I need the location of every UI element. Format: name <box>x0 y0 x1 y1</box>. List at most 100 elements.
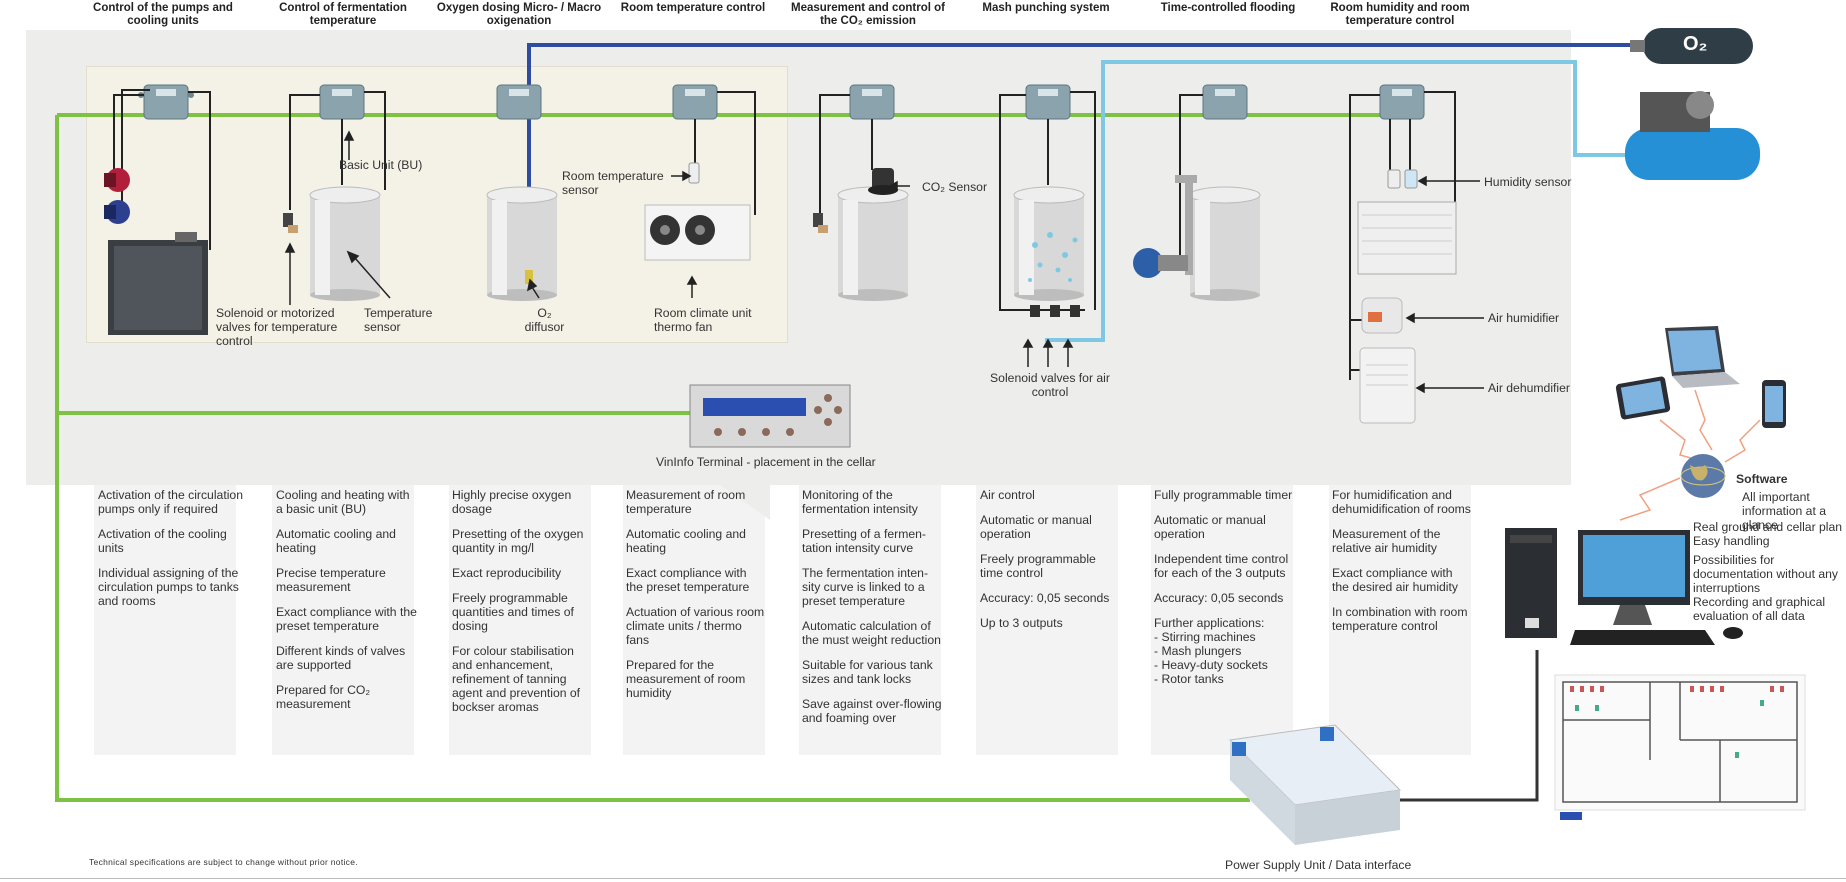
air-humidifier-label: Air humidifier <box>1488 311 1560 325</box>
column-strip <box>1329 485 1471 755</box>
description-item: Highly precise oxygen dosage <box>452 488 572 516</box>
o2-diffusor-label: O₂ diffusor <box>524 306 565 334</box>
mouse-icon <box>1723 627 1743 639</box>
air-conditioner-icon <box>1357 201 1457 275</box>
bottom-divider <box>0 878 1846 879</box>
description-item: Actuation of various room climate units … <box>626 605 765 647</box>
co2-sensor-icon <box>868 168 898 195</box>
column-description: Cooling and heating with a basic unit (B… <box>276 488 418 722</box>
basic-unit-label: Basic Unit (BU) <box>339 158 423 172</box>
computer-tower-icon <box>1505 528 1557 638</box>
description-item: For humidification and dehumidification … <box>1332 488 1471 516</box>
basic-unit <box>1202 84 1248 120</box>
description-item: Monitoring of the fermentation intensity <box>802 488 918 516</box>
panel-callout <box>1530 455 1571 485</box>
room-climate-label: Room climate unit thermo fan <box>654 306 752 334</box>
power-supply-icon <box>1228 724 1402 845</box>
description-item: Presetting of a fermen-tation intensity … <box>802 527 926 555</box>
power-supply-label: Power Supply Unit / Data interface <box>1225 858 1412 872</box>
basic-unit <box>138 84 194 120</box>
column-description: Monitoring of the fermentation intensity… <box>802 488 944 736</box>
air-dehumidifier-label: Air dehumdifier <box>1488 381 1570 395</box>
description-item: Activation of the cooling units <box>98 527 227 555</box>
description-item: Exact compliance with the preset tempera… <box>276 605 417 633</box>
basic-unit <box>496 84 542 120</box>
air-dehumidifier-icon <box>1359 347 1416 424</box>
column-title: Control of fermentation temperature <box>279 2 407 27</box>
air-compressor-icon <box>1625 91 1760 180</box>
column-strip <box>94 485 236 755</box>
oxygen-bottle-icon <box>1630 28 1753 64</box>
solenoid-valve-icon <box>283 213 828 233</box>
description-item: Measurement of the relative air humidity <box>1332 527 1441 555</box>
column-strip <box>1151 485 1293 755</box>
data-cable <box>1395 650 1539 802</box>
column-strip <box>449 485 591 755</box>
humidity-sensor-label: Humidity sensor <box>1484 175 1572 189</box>
description-item: Accuracy: 0,05 seconds <box>980 591 1110 605</box>
column-title: Measurement and control of the CO₂ emiss… <box>791 2 945 27</box>
keyboard-icon <box>1570 630 1715 645</box>
software-item: Easy handling <box>1693 534 1770 548</box>
description-item: Save against over-flowing and foaming ov… <box>802 697 942 725</box>
software-item: Real ground and cellar plan <box>1693 520 1843 534</box>
description-item: For colour stabilisation and enhancement… <box>452 644 581 714</box>
annotation-arrows <box>284 130 1484 394</box>
column-title: Room humidity and room temperature contr… <box>1330 2 1470 27</box>
description-item: Suitable for various tank sizes and tank… <box>802 658 933 686</box>
column-description: For humidification and dehumidification … <box>1332 488 1472 644</box>
basic-unit <box>319 84 365 120</box>
software-item: All important information at a glance <box>1742 490 1827 532</box>
column-description: Activation of the circulation pumps only… <box>98 488 248 619</box>
column-strip <box>976 485 1118 755</box>
column-description: Highly precise oxygen dosage Presetting … <box>452 488 592 725</box>
description-item: Different kinds of valves are supported <box>276 644 406 672</box>
description-item: Measurement of room temperature <box>626 488 746 516</box>
description-item: Further applications: - Stirring machine… <box>1154 616 1268 686</box>
description-item: Exact compliance with the preset tempera… <box>626 566 750 594</box>
software-title: Software <box>1736 472 1788 486</box>
tablet-icon <box>1615 376 1671 420</box>
phone-icon <box>1762 380 1786 428</box>
basic-units <box>138 84 1425 120</box>
tank <box>486 186 558 301</box>
column-description: Measurement of room temperature Automati… <box>626 488 766 711</box>
globe-icon <box>1680 454 1726 498</box>
solenoid-label: Solenoid or motorized valves for tempera… <box>216 306 338 348</box>
air-bubbles <box>1028 232 1078 282</box>
humidity-sensor-icon <box>1387 169 1418 189</box>
description-item: Air control <box>980 488 1035 502</box>
tank <box>1013 186 1085 301</box>
mash-valves <box>1030 305 1080 317</box>
co2-sensor-label: CO₂ Sensor <box>922 180 988 194</box>
basic-unit <box>849 84 895 120</box>
air-humidifier-icon <box>1361 297 1403 334</box>
description-item: Automatic calculation of the must weight… <box>802 619 941 647</box>
description-item: In combination with room temperature con… <box>1332 605 1468 633</box>
description-item: Exact reproducibility <box>452 566 562 580</box>
column-description: Fully programmable timer Automatic or ma… <box>1154 488 1294 697</box>
description-item: Freely programmable time control <box>980 552 1096 580</box>
room-climate-unit-icon <box>644 204 751 261</box>
column-strip <box>799 485 941 755</box>
description-item: Automatic cooling and heating <box>276 527 396 555</box>
column-title: Control of the pumps and cooling units <box>93 2 233 27</box>
software-item: Possibilities for documentation without … <box>1693 553 1838 595</box>
column-strip <box>272 485 414 755</box>
description-item: Accuracy: 0,05 seconds <box>1154 591 1284 605</box>
footnote: Technical specifications are subject to … <box>89 857 358 867</box>
basic-unit <box>1379 84 1425 120</box>
description-item: Automatic or manual operation <box>980 513 1092 541</box>
description-item: Activation of the circulation pumps only… <box>98 488 243 516</box>
basic-unit <box>672 84 718 120</box>
basic-unit <box>1025 84 1071 120</box>
panel-callout <box>720 485 770 520</box>
description-item: Precise temperature measurement <box>276 566 386 594</box>
circulation-pumps <box>104 168 130 224</box>
tank <box>1189 186 1261 301</box>
air-line <box>1045 60 1660 342</box>
column-title: Room temperature control <box>620 2 766 14</box>
o2-diffusor-icon <box>525 270 533 284</box>
monitor-icon <box>1578 530 1690 625</box>
